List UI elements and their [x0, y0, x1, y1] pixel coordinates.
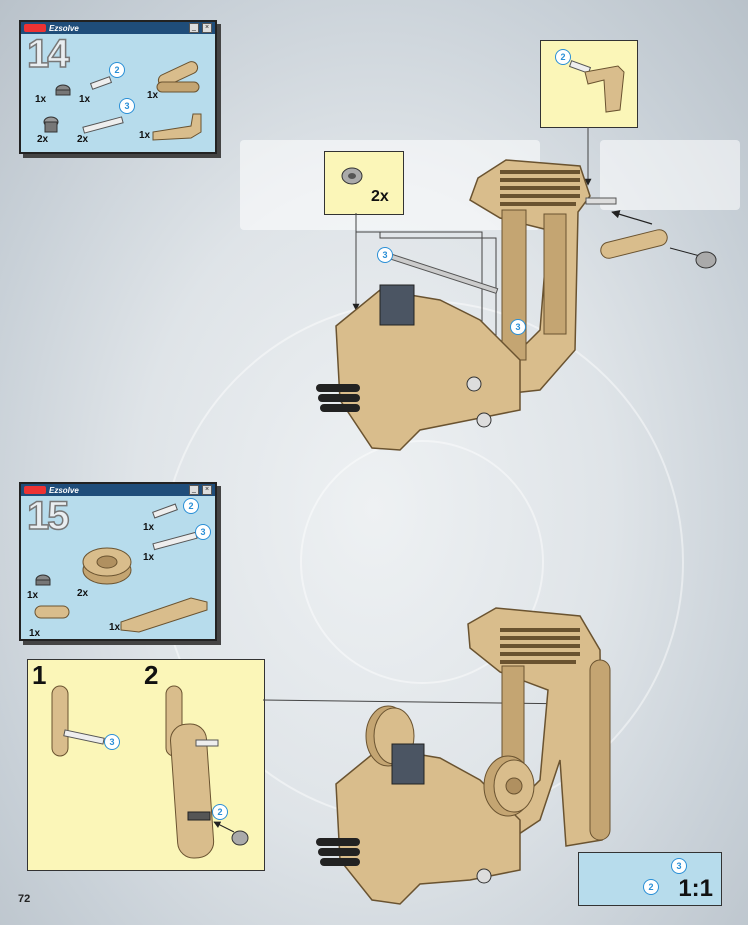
model-length-badge: 3 — [510, 319, 526, 335]
model-length-badge: 3 — [377, 247, 393, 263]
scale-label: 1:1 — [678, 875, 713, 903]
step15-model-art — [316, 608, 610, 904]
page-number: 72 — [18, 893, 30, 905]
substep-art — [52, 686, 248, 859]
scale-length-badge: 2 — [643, 879, 659, 895]
callout-lever-art — [570, 61, 624, 112]
scale-reference-box: 3 2 1:1 — [578, 852, 722, 906]
scale-length-badge: 3 — [671, 858, 687, 874]
callout-bushing-art — [342, 168, 362, 184]
tire-tread — [316, 838, 360, 866]
step14-model-art — [316, 160, 716, 450]
tire-tread — [316, 384, 360, 412]
